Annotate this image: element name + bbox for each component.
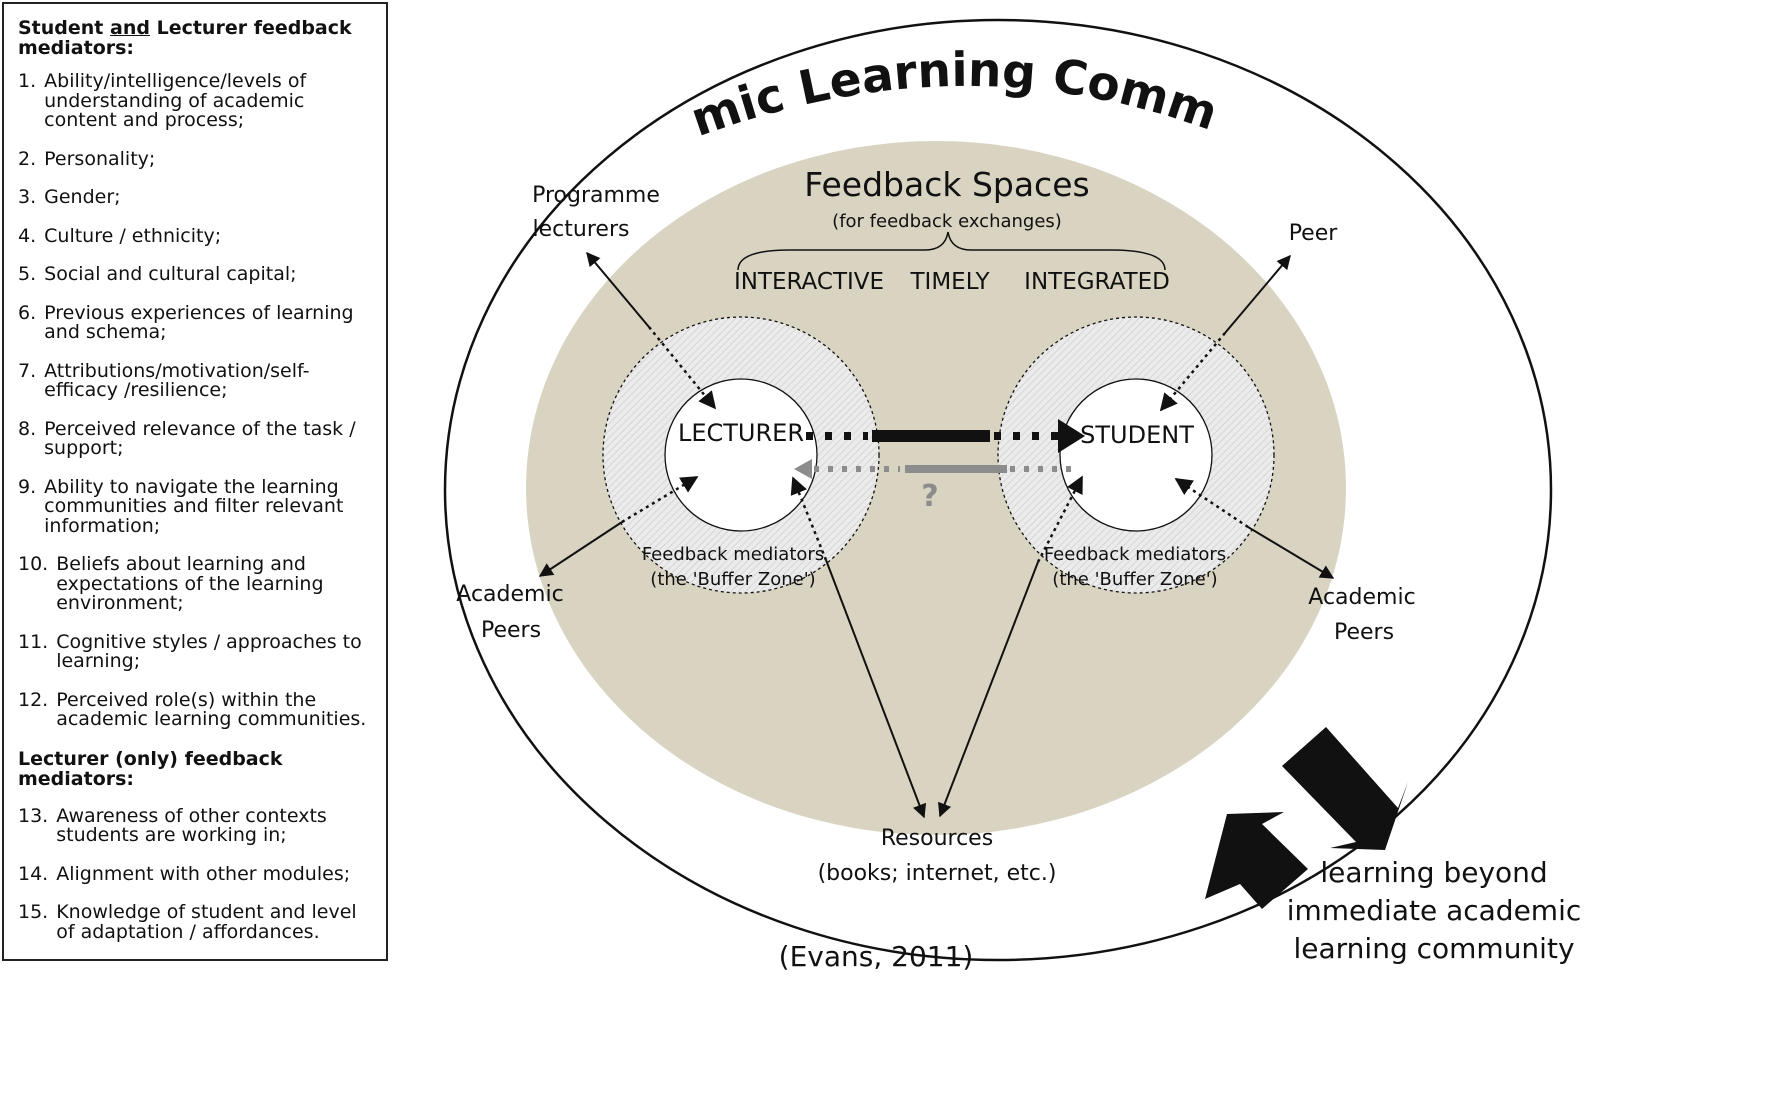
- quality-timely: TIMELY: [909, 269, 990, 295]
- mediator-item: 6. Previous experiences of learning and s…: [18, 301, 376, 343]
- programme-lecturers-connector: [586, 251, 717, 410]
- peer-label: Peer: [1289, 221, 1339, 246]
- mediator-text: Social and cultural capital;: [44, 263, 297, 285]
- mediator-item: 1. Ability/intelligence/levels of underst…: [18, 70, 376, 131]
- mediator-item: 10. Beliefs about learning and expectatio…: [18, 553, 376, 614]
- lecturer-to-student-arrow: [806, 419, 1085, 453]
- mediator-text: Gender;: [44, 186, 121, 208]
- mediator-item: 5. Social and cultural capital;: [18, 263, 376, 285]
- mediator-number: 15.: [18, 901, 49, 923]
- mediator-text: Personality;: [44, 147, 156, 170]
- mediator-text: Perceived role(s) within the academic le…: [56, 688, 367, 730]
- lecturer-buffer-label-1: Feedback mediators: [642, 544, 824, 565]
- qualities-brace: [737, 231, 1166, 271]
- mediator-text: Previous experiences of learning and sch…: [44, 301, 354, 343]
- resources-label-2: (books; internet, etc.): [818, 861, 1057, 886]
- student-buffer-label-2: (the 'Buffer Zone'): [1052, 569, 1217, 590]
- student-label: STUDENT: [1080, 421, 1194, 449]
- mediator-text: Alignment with other modules;: [56, 862, 351, 885]
- mediators-list: 1. Ability/intelligence/levels of underst…: [18, 70, 376, 730]
- mediator-number: 8.: [18, 417, 37, 440]
- mediator-text: Awareness of other contexts students are…: [56, 804, 327, 846]
- mediator-number: 12.: [18, 688, 49, 711]
- mediator-item: 4. Culture / ethnicity;: [18, 224, 376, 247]
- mediator-number: 3.: [18, 186, 37, 208]
- lecturer-buffer-label-2: (the 'Buffer Zone'): [650, 569, 815, 590]
- panel-heading-lecturer: Lecturer (only) feedback mediators:: [18, 747, 283, 790]
- resources-label-1: Resources: [881, 826, 993, 851]
- student-to-lecturer-arrow: [794, 459, 1075, 479]
- heading-part: Student: [18, 17, 111, 39]
- mediator-item: 14. Alignment with other modules;: [18, 862, 376, 885]
- feedback-spaces-subtitle: (for feedback exchanges): [832, 211, 1062, 232]
- beyond-label-3: learning community: [1293, 932, 1574, 965]
- quality-interactive: INTERACTIVE: [734, 269, 884, 295]
- mediator-item: 15. Knowledge of student and level of ada…: [18, 901, 376, 943]
- mediator-text: Cognitive styles / approaches to learnin…: [56, 630, 362, 672]
- heading-part: Lecturer feedback mediators:: [18, 17, 352, 59]
- programme-lecturers-label-2: lecturers: [533, 217, 630, 242]
- student-buffer-label-1: Feedback mediators: [1044, 544, 1226, 565]
- feedback-spaces-area: [526, 141, 1346, 835]
- resources-to-lecturer-connector: [790, 476, 927, 819]
- mediator-number: 9.: [18, 475, 37, 498]
- beyond-inward-arrow: [1205, 812, 1308, 909]
- mediator-item: 7. Attributions/motivation/self-efficacy …: [18, 359, 376, 401]
- academic-peers-right-connector: [1174, 477, 1335, 579]
- mediator-item: 13. Awareness of other contexts students …: [18, 804, 376, 846]
- beyond-label-2: immediate academic: [1287, 894, 1582, 927]
- mediator-number: 5.: [18, 263, 37, 285]
- mediator-number: 11.: [18, 630, 49, 653]
- mediator-text: Ability to navigate the learning communi…: [44, 475, 344, 537]
- mediator-text: Beliefs about learning and expectations …: [56, 553, 324, 614]
- academic-peers-left-label-2: Peers: [481, 618, 541, 643]
- mediator-item: 8. Perceived relevance of the task / supp…: [18, 417, 376, 459]
- citation: (Evans, 2011): [779, 940, 974, 973]
- mediator-item: 2. Personality;: [18, 147, 376, 170]
- feedback-spaces-title: Feedback Spaces: [804, 165, 1089, 204]
- mediator-text: Culture / ethnicity;: [44, 224, 222, 247]
- mediator-text: Knowledge of student and level of adapta…: [56, 901, 357, 943]
- beyond-outward-arrow: [1282, 727, 1408, 850]
- mediator-number: 4.: [18, 224, 37, 247]
- mediator-number: 7.: [18, 359, 37, 382]
- programme-lecturers-label-1: Programme: [532, 183, 660, 208]
- mediator-number: 10.: [18, 553, 49, 575]
- mediator-item: 12. Perceived role(s) within the academic…: [18, 688, 376, 730]
- lecturer-label: LECTURER: [678, 419, 804, 447]
- mediator-item: 11. Cognitive styles / approaches to lear…: [18, 630, 376, 672]
- peer-connector: [1159, 254, 1291, 412]
- mediator-number: 1.: [18, 70, 37, 92]
- mediator-number: 6.: [18, 301, 37, 324]
- quality-integrated: INTEGRATED: [1024, 269, 1170, 295]
- academic-peers-right-label-1: Academic: [1308, 585, 1415, 610]
- mediator-number: 2.: [18, 147, 37, 170]
- mediator-number: 14.: [18, 862, 49, 885]
- heading-and: and: [110, 17, 150, 39]
- lecturer-mediators-list: 13. Awareness of other contexts students …: [18, 804, 376, 943]
- mediator-number: 13.: [18, 804, 49, 827]
- mediator-text: Attributions/motivation/self-efficacy /r…: [44, 359, 310, 401]
- mediator-text: Ability/intelligence/levels of understan…: [44, 70, 307, 131]
- resources-to-student-connector: [938, 475, 1084, 818]
- student-core: [1059, 378, 1213, 532]
- mediator-item: 9. Ability to navigate the learning commu…: [18, 475, 376, 537]
- academic-peers-right-label-2: Peers: [1334, 620, 1394, 645]
- academic-peers-left-connector: [538, 475, 699, 577]
- lecturer-core: [664, 378, 818, 532]
- mediators-panel: Student and Lecturer feedback mediators:…: [2, 2, 388, 961]
- academic-peers-left-label-1: Academic: [456, 582, 563, 607]
- mediator-item: 3. Gender;: [18, 186, 376, 208]
- panel-heading: Student and Lecturer feedback mediators:: [18, 18, 376, 58]
- mediator-text: Perceived relevance of the task / suppor…: [44, 417, 356, 459]
- beyond-label-1: learning beyond: [1320, 856, 1547, 889]
- question-mark: ?: [921, 479, 938, 514]
